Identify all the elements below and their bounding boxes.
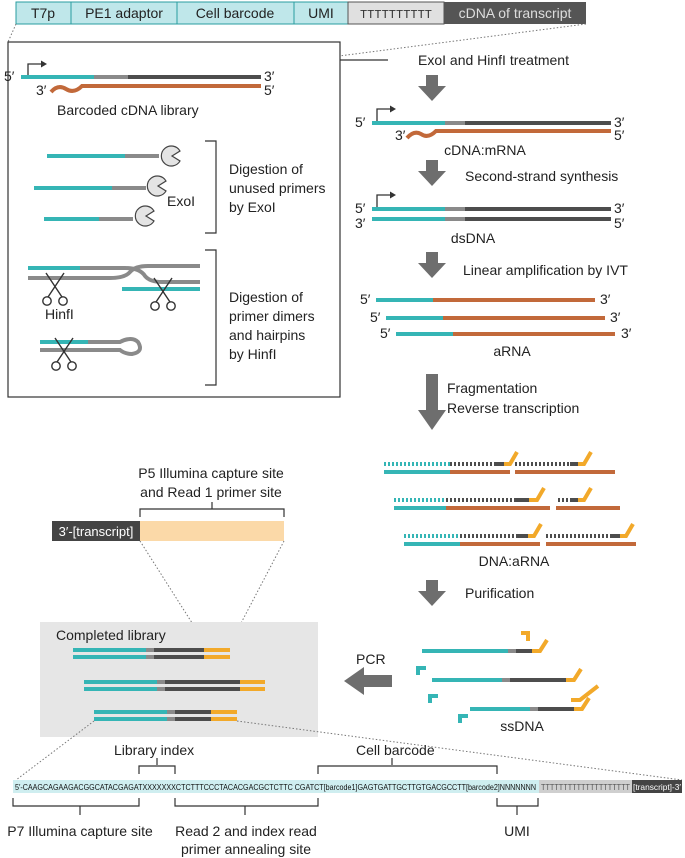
header-construct-bar: T7p PE1 adaptor Cell barcode UMI TTTTTTT… xyxy=(15,1,586,25)
ds-5prime-right: 5′ xyxy=(614,215,625,231)
hinf-caption-3: and hairpins xyxy=(229,327,305,343)
hinf-caption-4: by HinfI xyxy=(229,346,276,362)
step-reverse-transcription: Reverse transcription xyxy=(447,400,579,416)
sequence-polyt: TTTTTTTTTTTTTTTTTTTT xyxy=(541,782,630,792)
arna: 5′ 5′ 5′ 3′ 3′ 3′ aRNA xyxy=(360,291,632,359)
completed-library-label: Completed library xyxy=(56,627,166,643)
header-umi: UMI xyxy=(308,5,334,21)
primer-dimers-hairpins: HinfI Digestion of primer dimers and hai… xyxy=(28,249,315,386)
header-cdna: cDNA of transcript xyxy=(459,5,572,21)
pcr-arrow-icon xyxy=(344,667,392,695)
p5-site: P5 Illumina capture site and Read 1 prim… xyxy=(52,465,285,649)
sequence-main: 5′-CAAGCAGAAGACGGCATACGAGATXXXXXXXCTCTTT… xyxy=(15,782,536,792)
step-ivt: Linear amplification by IVT xyxy=(463,262,628,278)
cdna-5prime: 5′ xyxy=(355,114,366,130)
ds-3prime-right: 3′ xyxy=(614,200,625,216)
dna-arna-fragments: DNA:aRNA xyxy=(384,450,636,569)
step-second-strand: Second-strand synthesis xyxy=(465,168,618,184)
ssdna: ssDNA xyxy=(416,631,600,734)
arna-label: aRNA xyxy=(493,343,531,359)
library-index-label: Library index xyxy=(114,742,194,758)
header-cell-barcode: Cell barcode xyxy=(196,5,275,21)
cdna-3prime: 3′ xyxy=(614,114,625,130)
flow-arrow-icon xyxy=(418,160,446,186)
lib-5prime: 5′ xyxy=(4,68,15,84)
hinf-caption-1: Digestion of xyxy=(229,289,303,305)
dsdna: 5′ 3′ 3′ 5′ dsDNA xyxy=(355,191,625,246)
step-purification: Purification xyxy=(465,585,534,601)
barcoded-cdna-library: 5′ 3′ 3′ 5′ Barcoded cDNA library xyxy=(4,60,275,118)
mrna-5prime: 5′ xyxy=(614,127,625,143)
arna-5prime-3: 5′ xyxy=(380,325,391,341)
arna-5prime-1: 5′ xyxy=(360,291,371,307)
barcoded-library-label: Barcoded cDNA library xyxy=(57,102,199,118)
hinf-caption-2: primer dimers xyxy=(229,308,315,324)
p5-title-2: and Read 1 primer site xyxy=(140,484,282,500)
read2-label-2: primer annealing site xyxy=(181,841,311,857)
flow-arrow-icon xyxy=(418,75,446,101)
cdna-mrna: 5′ 3′ 3′ 5′ cDNA:mRNA xyxy=(355,105,625,158)
step-fragmentation: Fragmentation xyxy=(447,380,537,396)
lib-3prime-bottom: 3′ xyxy=(36,82,47,98)
step-pcr: PCR xyxy=(356,651,386,667)
header-pe1-adaptor: PE1 adaptor xyxy=(85,5,163,21)
completed-library: Completed library xyxy=(40,622,318,737)
cell-barcode-label: Cell barcode xyxy=(356,742,435,758)
lib-5prime-bottom: 5′ xyxy=(264,82,275,98)
flow-arrow-icon xyxy=(418,580,446,606)
mrna-3prime: 3′ xyxy=(395,127,406,143)
ssdna-label: ssDNA xyxy=(500,718,544,734)
step-exoi-hinfi: ExoI and HinfI treatment xyxy=(418,52,569,68)
exoi-label: ExoI xyxy=(167,193,195,209)
final-sequence: Library index Cell barcode 5′-CAAGCAGAAG… xyxy=(7,742,682,857)
unused-primers: ExoI Digestion of unused primers by ExoI xyxy=(34,140,326,234)
cdna-mrna-label: cDNA:mRNA xyxy=(444,142,526,158)
flow-arrow-icon xyxy=(418,374,446,430)
ds-3prime: 3′ xyxy=(355,215,366,231)
arna-5prime-2: 5′ xyxy=(370,309,381,325)
p5-transcript-label: 3′-[transcript] xyxy=(59,524,134,539)
p5-title-1: P5 Illumina capture site xyxy=(138,465,284,481)
read2-label-1: Read 2 and index read xyxy=(175,823,317,839)
lib-3prime: 3′ xyxy=(264,68,275,84)
arna-3prime-1: 3′ xyxy=(600,291,611,307)
exo-caption-3: by ExoI xyxy=(229,199,276,215)
hinfi-label: HinfI xyxy=(45,306,74,322)
header-t7p: T7p xyxy=(31,5,55,21)
umi-label: UMI xyxy=(504,823,530,839)
exo-caption-1: Digestion of xyxy=(229,161,303,177)
arna-3prime-2: 3′ xyxy=(610,309,621,325)
exo-caption-2: unused primers xyxy=(229,180,326,196)
ds-5prime: 5′ xyxy=(355,200,366,216)
flow-arrow-icon xyxy=(418,252,446,278)
p7-label: P7 Illumina capture site xyxy=(7,823,153,839)
arna-3prime-3: 3′ xyxy=(621,325,632,341)
sequence-end: [transcript]-3′ xyxy=(633,782,681,792)
header-polyt: TTTTTTTTTT xyxy=(360,8,432,22)
dna-arna-label: DNA:aRNA xyxy=(479,553,550,569)
dsdna-label: dsDNA xyxy=(451,230,496,246)
